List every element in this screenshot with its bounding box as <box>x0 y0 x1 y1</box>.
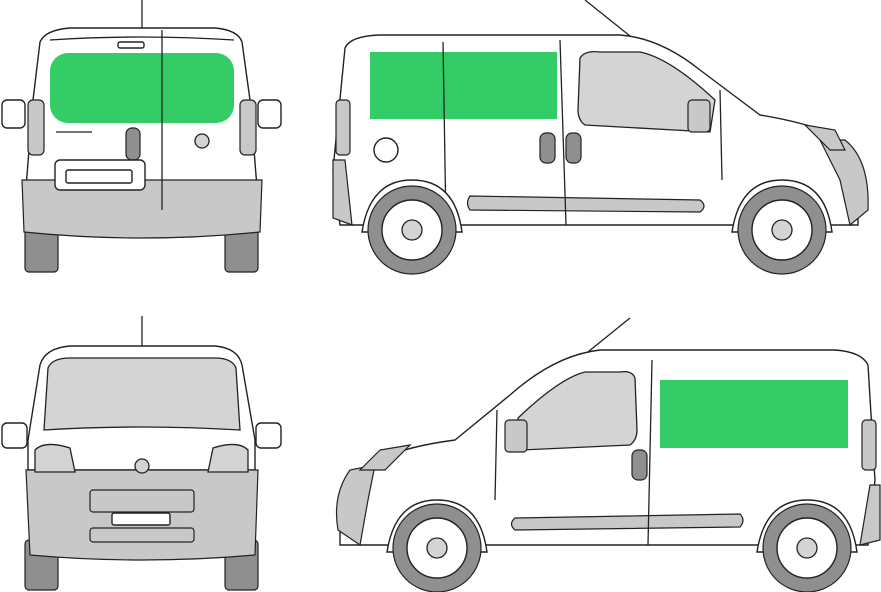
side-rub-strip <box>510 513 744 531</box>
antenna <box>584 0 636 41</box>
front-license-plate <box>111 512 171 526</box>
rear-view <box>1 0 282 273</box>
left-front-window <box>517 370 638 451</box>
rear-left-lamp <box>27 99 45 156</box>
fuel-flap <box>373 137 399 163</box>
right-rear-panel-highlight <box>370 52 557 119</box>
front-view <box>1 316 282 591</box>
headlamp <box>358 444 412 471</box>
left-mirror <box>1 422 28 449</box>
sliding-door-handle <box>539 132 556 164</box>
license-plate <box>65 169 133 184</box>
rear-bumper-side <box>332 159 353 226</box>
rear-bumper-side <box>859 484 881 546</box>
left-door-handle <box>631 449 648 481</box>
right-mirror <box>687 99 711 133</box>
windshield <box>43 357 241 431</box>
right-mirror <box>255 422 282 449</box>
front-bumper-side <box>335 464 376 547</box>
fuel-cap <box>194 133 210 149</box>
side-rub-strip <box>466 195 705 213</box>
rear-bumper <box>21 179 263 239</box>
front-bumper-side <box>819 139 869 227</box>
badge <box>134 458 150 474</box>
right-front-window <box>577 50 716 133</box>
lower-grille <box>89 527 195 543</box>
left-rear-panel-highlight <box>660 380 848 448</box>
left-mirror <box>1 99 26 129</box>
headlamp <box>803 124 846 151</box>
left-headlamp <box>34 443 76 473</box>
upper-grille <box>89 489 195 513</box>
left-side-view <box>335 317 881 592</box>
rear-door-handle <box>125 127 141 161</box>
left-mirror <box>504 419 528 453</box>
front-door-handle <box>565 132 582 164</box>
tail-lamp <box>861 419 877 471</box>
brake-light <box>117 41 145 49</box>
right-headlamp <box>207 443 249 473</box>
right-mirror <box>257 99 282 129</box>
rear-window <box>50 53 234 123</box>
tail-lamp <box>335 99 351 156</box>
rear-right-lamp <box>239 99 257 156</box>
right-side-view <box>332 0 869 275</box>
